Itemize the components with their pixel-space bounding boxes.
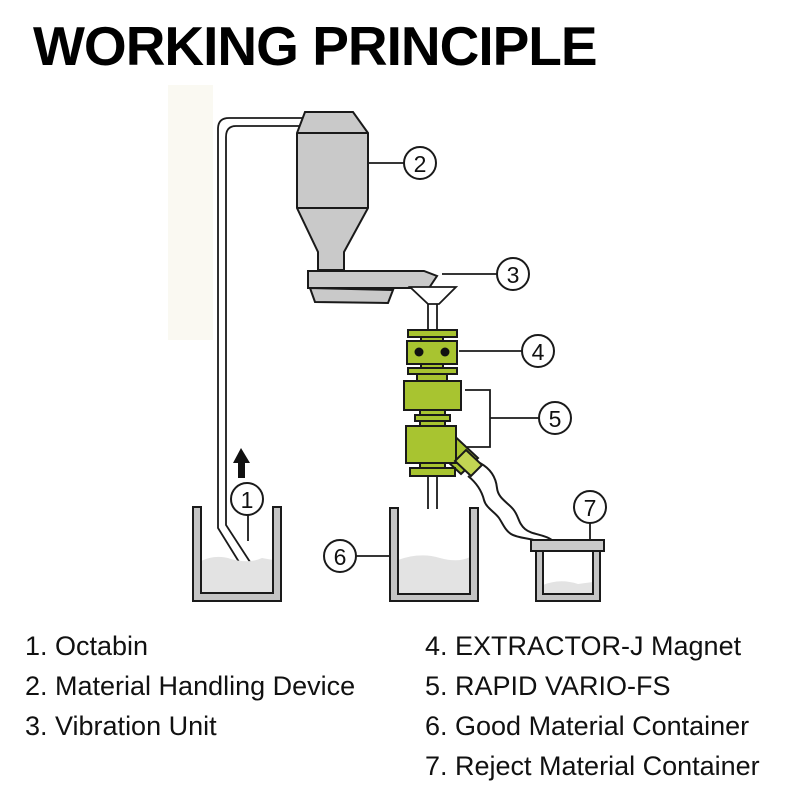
good-material-fill (398, 555, 470, 594)
vibration-unit (307, 270, 439, 305)
legend-right-column: 4. EXTRACTOR-J Magnet 5. RAPID VARIO-FS … (425, 626, 760, 786)
callout-1: 1 (230, 482, 264, 541)
reject-material-fill (543, 581, 593, 594)
callout-2: 2 (368, 146, 437, 180)
callout-5-badge (538, 401, 572, 435)
material-handling-device (296, 111, 369, 271)
up-arrow-icon (233, 448, 250, 478)
callout-2-number: 2 (414, 151, 427, 177)
octabin-material (201, 556, 273, 593)
callout-3-badge (496, 257, 530, 291)
callout-4-badge (521, 334, 555, 368)
extractor-j-magnet (406, 329, 458, 382)
callout-7-badge (573, 490, 607, 524)
callout-5-number: 5 (549, 406, 562, 432)
good-outlet-pipe (427, 476, 438, 509)
legend-item-5: 5. RAPID VARIO-FS (425, 671, 671, 701)
good-container-walls (389, 507, 479, 602)
callout-7-number: 7 (584, 495, 597, 521)
inlet-funnel (407, 286, 459, 331)
callout-5: 5 (465, 389, 572, 448)
callout-7: 7 (573, 490, 607, 540)
callout-6-number: 6 (334, 544, 347, 570)
callout-3-number: 3 (507, 262, 520, 288)
legend-item-1: 1. Octabin (25, 631, 149, 661)
legend-item-7: 7. Reject Material Container (425, 751, 760, 781)
reject-hose (467, 462, 563, 543)
legend-item-6: 6. Good Material Container (425, 711, 750, 741)
callout-4: 4 (459, 334, 555, 368)
good-material-container (389, 507, 479, 602)
octabin-walls (192, 506, 282, 602)
octabin (192, 506, 282, 602)
callout-1-number: 1 (241, 487, 254, 513)
callout-6: 6 (323, 539, 390, 573)
legend-item-4: 4. EXTRACTOR-J Magnet (425, 631, 742, 661)
rapid-vario-fs (403, 380, 484, 478)
callout-4-number: 4 (532, 339, 545, 365)
callout-6-badge (323, 539, 357, 573)
background-tint (168, 85, 213, 340)
magnet-dot-left (414, 347, 424, 357)
callout-2-badge (403, 146, 437, 180)
reject-container-walls (535, 550, 601, 602)
reject-container-lid (530, 539, 605, 552)
legend-left-column: 1. Octabin 2. Material Handling Device 3… (25, 626, 355, 746)
page-title: WORKING PRINCIPLE (33, 15, 598, 77)
callout-1-badge (230, 482, 264, 516)
magnet-dot-right (440, 347, 450, 357)
chute-collar (453, 448, 484, 478)
legend-item-2: 2. Material Handling Device (25, 671, 356, 701)
legend-item-3: 3. Vibration Unit (25, 711, 217, 741)
callout-3: 3 (442, 257, 530, 291)
suction-pipe (217, 117, 304, 582)
reject-material-container (530, 539, 605, 602)
